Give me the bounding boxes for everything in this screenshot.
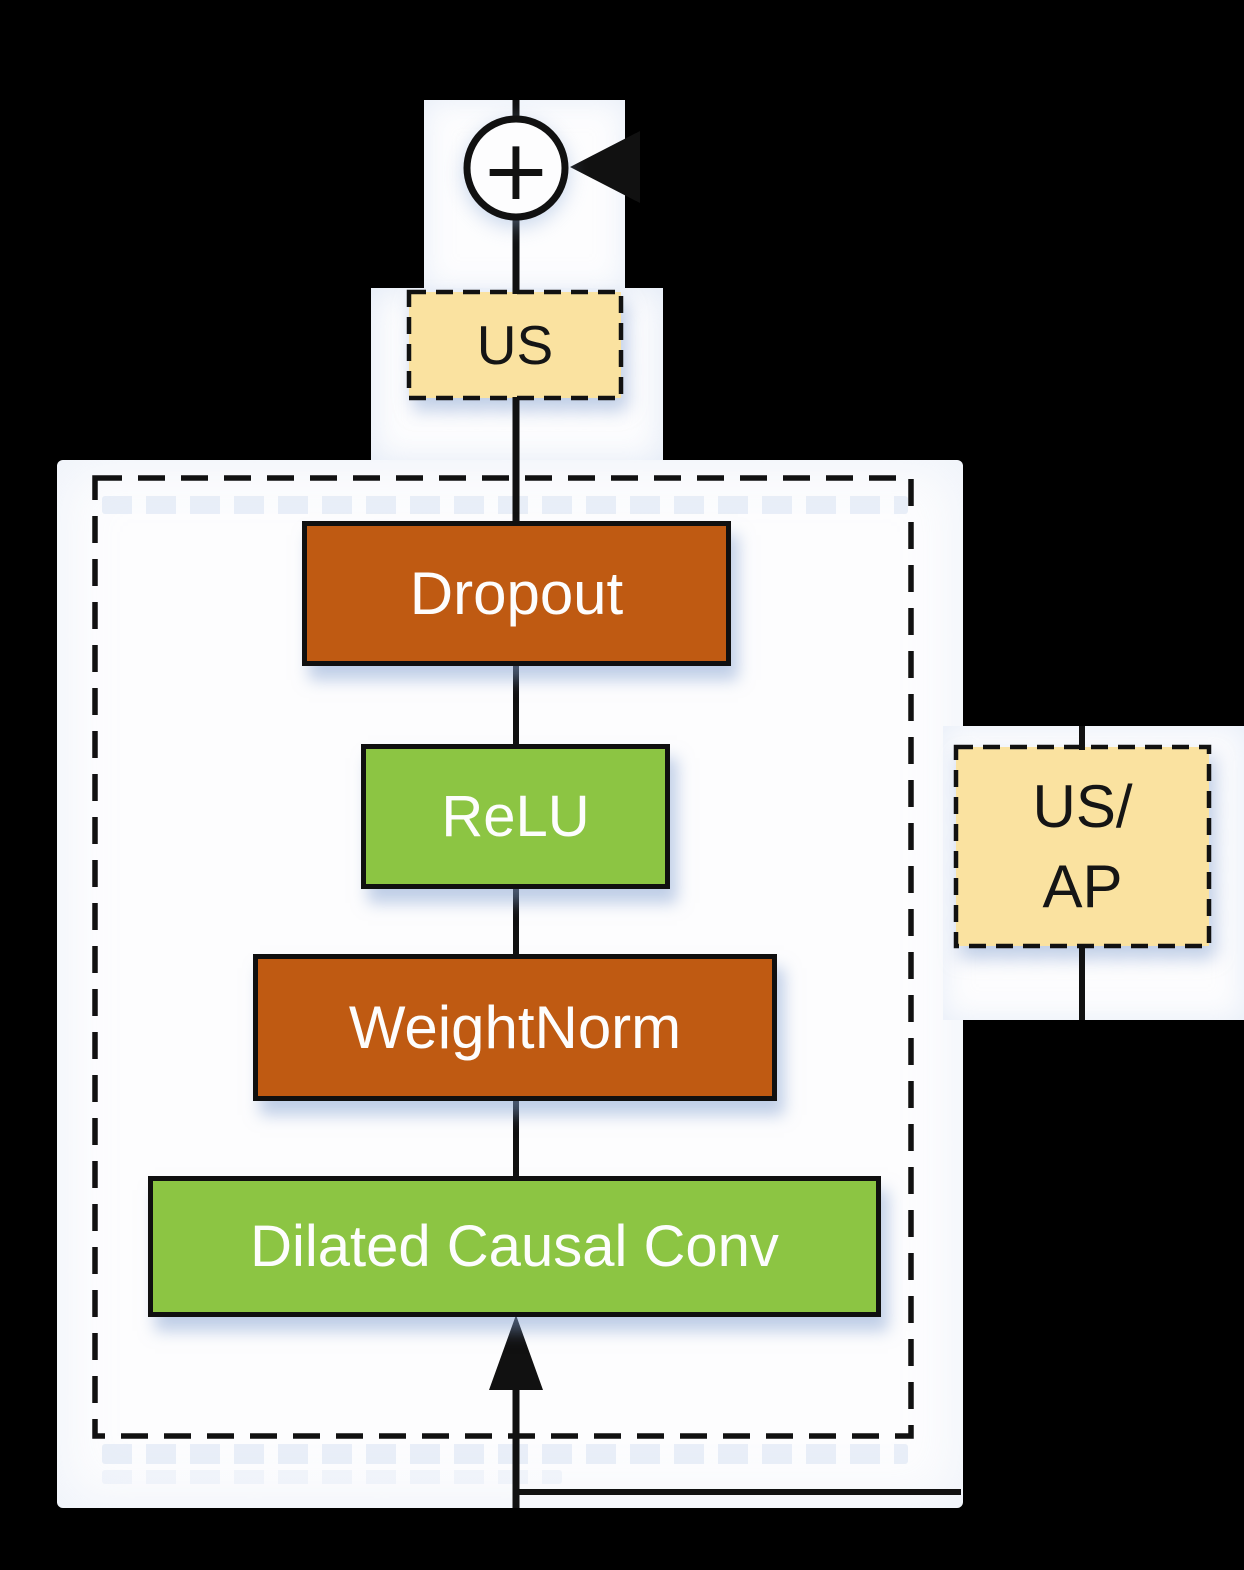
us-box-label-wrap: US: [409, 292, 621, 398]
us-ap-label-line2: AP: [1042, 852, 1123, 920]
input-arrow-icon: [489, 1315, 543, 1390]
us-ap-box-label-wrap: US/ AP: [956, 747, 1209, 946]
dilated-causal-conv-box: Dilated Causal Conv: [148, 1176, 881, 1317]
us-label: US: [476, 314, 554, 376]
artifact-band-bottom-2: [102, 1470, 562, 1484]
plus-icon: +: [481, 121, 551, 219]
us-ap-label-line1: US/: [1032, 773, 1133, 841]
skip-connection-lines: [518, 726, 1085, 1495]
dilated-causal-conv-label: Dilated Causal Conv: [250, 1214, 779, 1279]
dropout-box: Dropout: [302, 521, 731, 666]
weightnorm-box: WeightNorm: [253, 954, 777, 1101]
relu-box: ReLU: [361, 744, 670, 889]
sum-node-circle: [463, 115, 569, 221]
dashed-inner-frame: [92, 475, 914, 1439]
artifact-band-top: [102, 496, 908, 514]
weightnorm-label: WeightNorm: [348, 994, 682, 1061]
dropout-label: Dropout: [409, 560, 624, 627]
sum-arrow-icon: [570, 131, 640, 203]
artifact-band-bottom: [102, 1444, 908, 1464]
us-box: [406, 289, 624, 401]
relu-label: ReLU: [441, 784, 590, 849]
